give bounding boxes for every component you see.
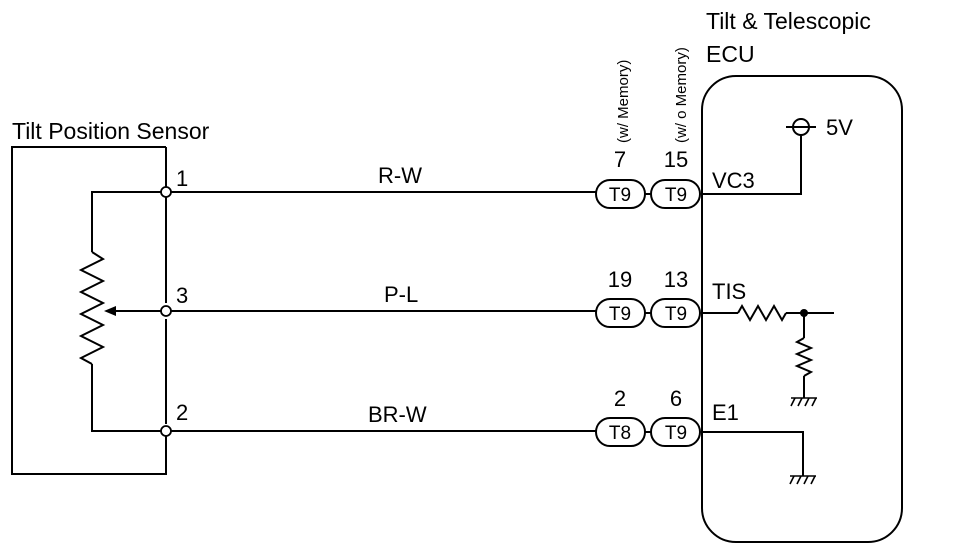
connector-code-with-memory-br-w: T8: [609, 423, 631, 444]
ecu-title-line1: Tilt & Telescopic: [706, 8, 871, 34]
variant-label-with-memory: (w/ Memory): [615, 60, 632, 143]
potentiometer-symbol: [78, 191, 166, 432]
sensor-pin-2: 2: [176, 400, 188, 425]
sensor-terminal-3: [160, 305, 172, 317]
connector-code-without-memory-p-l: T9: [665, 304, 687, 325]
connector-code-without-memory-r-w: T9: [665, 185, 687, 206]
ground-icon: [789, 475, 816, 485]
pin-with-memory-r-w: 7: [614, 147, 626, 172]
sensor-terminal-1: [160, 186, 172, 198]
pin-with-memory-br-w: 2: [614, 386, 626, 411]
sensor-title: Tilt Position Sensor: [12, 118, 210, 144]
sensor-pin-1: 1: [176, 166, 188, 191]
ecu-terminal-vc3: VC3: [712, 168, 755, 193]
sensor-pin-3: 3: [176, 283, 188, 308]
pin-with-memory-p-l: 19: [608, 267, 632, 292]
wire-color-r-w: R-W: [378, 163, 422, 188]
sensor-housing: [11, 146, 167, 475]
e1-ground-line: [702, 431, 804, 476]
vc3-supply-line: [702, 135, 802, 195]
ecu-terminal-tis: TIS: [712, 279, 746, 304]
ground-icon: [790, 397, 817, 407]
connector-code-with-memory-p-l: T9: [609, 304, 631, 325]
wire-color-br-w: BR-W: [368, 402, 427, 427]
sensor-terminal-2: [160, 425, 172, 437]
ecu-box: [701, 75, 903, 543]
connector-code-with-memory-r-w: T9: [609, 185, 631, 206]
wire-color-p-l: P-L: [384, 282, 418, 307]
ecu-terminal-e1: E1: [712, 400, 739, 425]
variant-label-without-memory: (w/ o Memory): [673, 47, 690, 143]
supply-voltage-label: 5V: [826, 115, 853, 140]
tis-input-circuit: [702, 303, 834, 398]
connector-code-without-memory-br-w: T9: [665, 423, 687, 444]
pin-without-memory-br-w: 6: [670, 386, 682, 411]
pin-without-memory-r-w: 15: [664, 147, 688, 172]
ecu-title-line2: ECU: [706, 41, 755, 67]
pin-without-memory-p-l: 13: [664, 267, 688, 292]
